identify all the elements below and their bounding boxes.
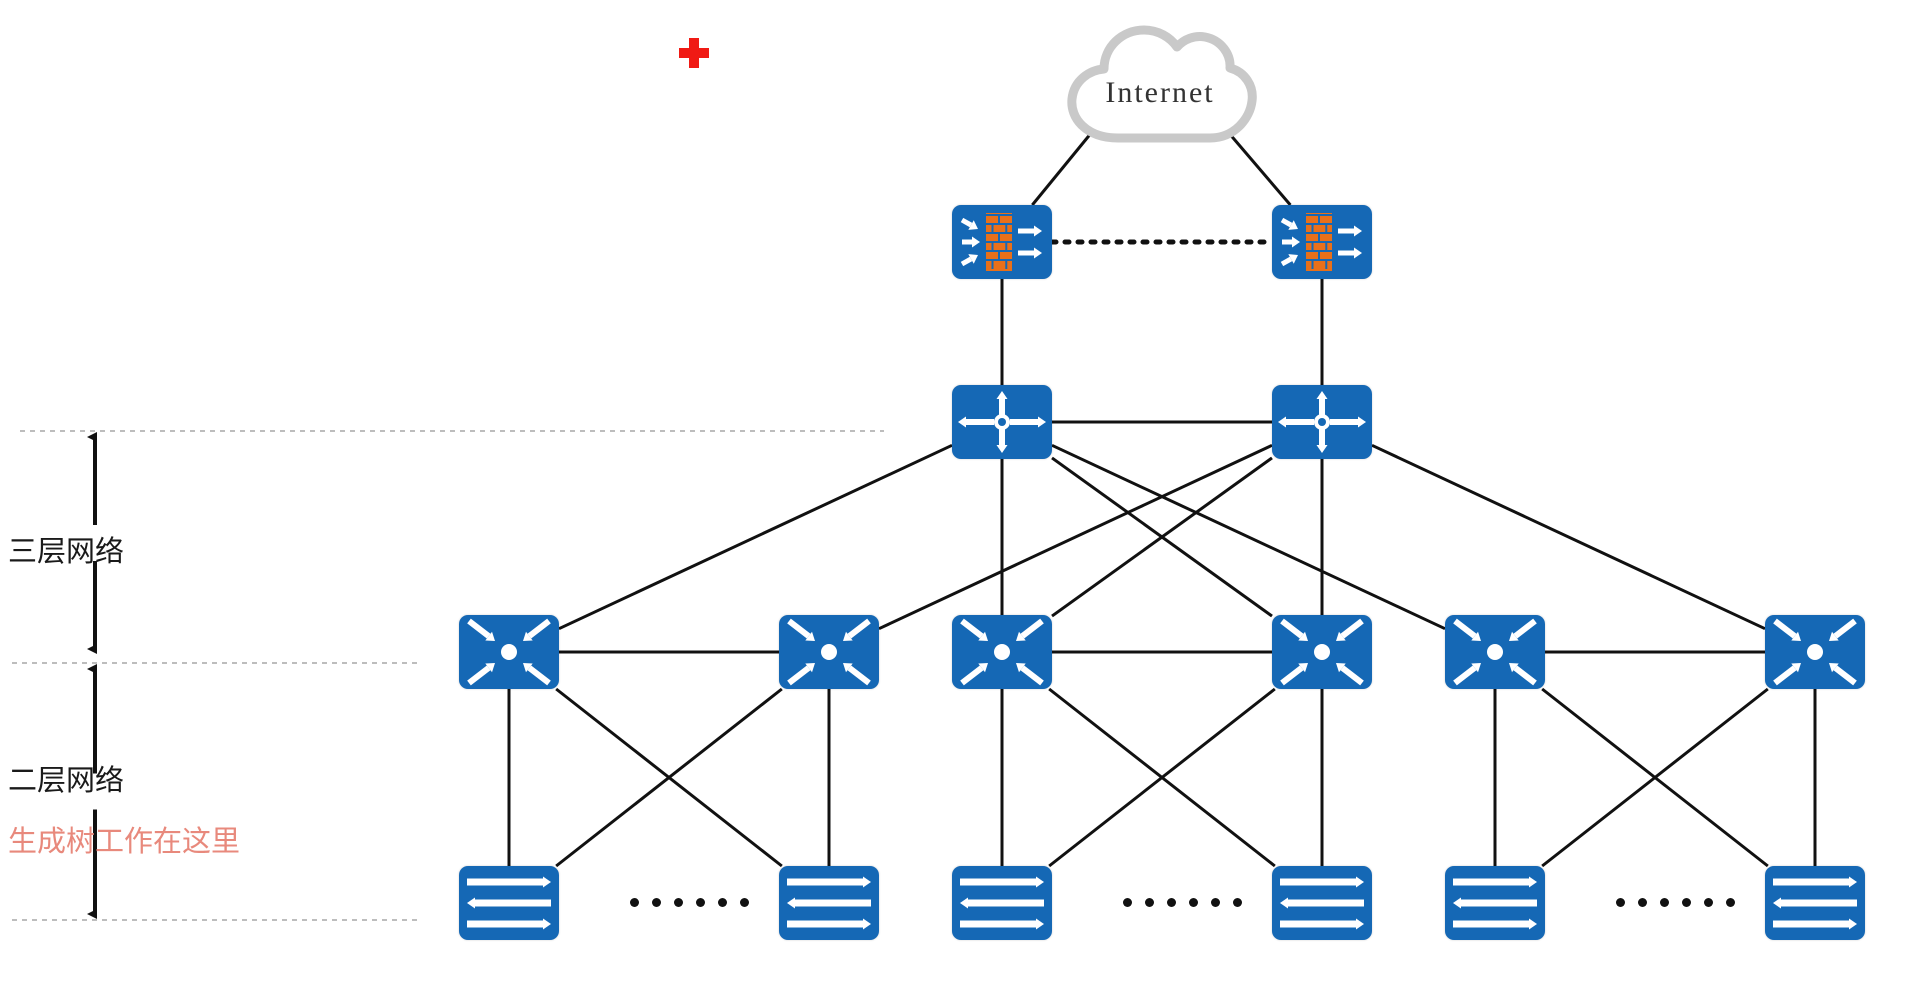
link-core1-agg1 (558, 443, 953, 631)
ellipsis-dot (1726, 898, 1735, 907)
link-cloud-fw1 (1031, 131, 1094, 206)
ellipsis-dot (1211, 898, 1220, 907)
access-switch-icon (779, 866, 879, 940)
link-agg4-acc3 (1048, 687, 1276, 868)
ellipsis-dot (740, 898, 749, 907)
internet-cloud (1060, 14, 1260, 148)
link-core1-agg5 (1051, 443, 1446, 631)
agg-switch-icon (779, 615, 879, 689)
link-agg2-acc1 (555, 687, 783, 868)
node-fw2[interactable] (1272, 205, 1372, 279)
ellipsis-dot (674, 898, 683, 907)
ellipsis-dot (1189, 898, 1198, 907)
ellipsis-dot (1704, 898, 1713, 907)
node-acc6[interactable] (1765, 866, 1865, 940)
node-agg2[interactable] (779, 615, 879, 689)
agg-switch-icon (1765, 615, 1865, 689)
red-cross-icon (677, 36, 711, 70)
node-acc5[interactable] (1445, 866, 1545, 940)
ellipsis-dot (1660, 898, 1669, 907)
ellipsis-dot (1123, 898, 1132, 907)
agg-switch-icon (1272, 615, 1372, 689)
router-icon (952, 385, 1052, 459)
internet-label: Internet (1105, 76, 1215, 109)
agg-switch-icon (1445, 615, 1545, 689)
ellipsis-dot (1167, 898, 1176, 907)
node-core1[interactable] (952, 385, 1052, 459)
node-core2[interactable] (1272, 385, 1372, 459)
access-ellipsis-pod2 (1123, 898, 1242, 907)
ellipsis-dot (1638, 898, 1647, 907)
layer3-zone-label: 三层网络 (8, 534, 125, 568)
node-agg5[interactable] (1445, 615, 1545, 689)
firewall-icon (1272, 205, 1372, 279)
node-acc1[interactable] (459, 866, 559, 940)
node-fw1[interactable] (952, 205, 1052, 279)
access-switch-icon (952, 866, 1052, 940)
link-core2-agg3 (1051, 456, 1273, 618)
access-switch-icon (459, 866, 559, 940)
ellipsis-dot (1682, 898, 1691, 907)
link-core2-agg6 (1371, 443, 1766, 631)
ellipsis-dot (1616, 898, 1625, 907)
access-ellipsis-pod1 (630, 898, 749, 907)
ellipsis-dot (718, 898, 727, 907)
ellipsis-dot (652, 898, 661, 907)
node-agg1[interactable] (459, 615, 559, 689)
node-acc2[interactable] (779, 866, 879, 940)
ellipsis-dot (696, 898, 705, 907)
ellipsis-dot (1145, 898, 1154, 907)
node-agg3[interactable] (952, 615, 1052, 689)
node-acc3[interactable] (952, 866, 1052, 940)
node-agg6[interactable] (1765, 615, 1865, 689)
agg-switch-icon (952, 615, 1052, 689)
access-ellipsis-pod3 (1616, 898, 1735, 907)
node-acc4[interactable] (1272, 866, 1372, 940)
spanning-tree-note: 生成树工作在这里 (8, 824, 241, 858)
link-cloud-fw2 (1226, 131, 1292, 206)
access-switch-icon (1765, 866, 1865, 940)
ellipsis-dot (1233, 898, 1242, 907)
access-switch-icon (1272, 866, 1372, 940)
layer2-zone-label: 二层网络 (8, 763, 125, 797)
node-agg4[interactable] (1272, 615, 1372, 689)
ellipsis-dot (630, 898, 639, 907)
access-switch-icon (1445, 866, 1545, 940)
firewall-icon (952, 205, 1052, 279)
router-icon (1272, 385, 1372, 459)
agg-switch-icon (459, 615, 559, 689)
link-core2-agg2 (878, 443, 1273, 631)
link-agg6-acc5 (1541, 687, 1769, 868)
